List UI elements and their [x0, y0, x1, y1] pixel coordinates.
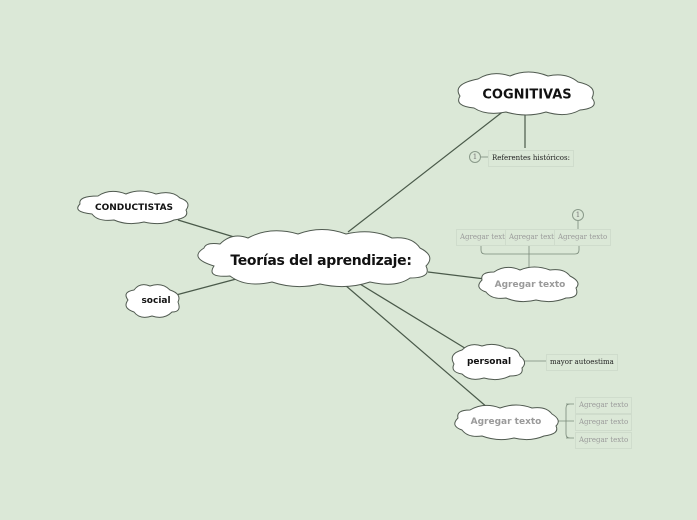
cloud-personal [451, 343, 526, 381]
subtopic-agregar-col-2[interactable]: Agregar texto [575, 414, 633, 431]
subtopic-agregar-col-1[interactable]: Agregar texto [575, 397, 633, 414]
subtopic-agregar-row-1[interactable]: Agregar texto [456, 229, 514, 246]
referentes-count-badge[interactable]: 1 [469, 151, 481, 163]
bracket-agregar-row [480, 220, 580, 267]
cloud-conductistas [77, 190, 189, 225]
central-topic[interactable]: Teorías del aprendizaje: [230, 253, 412, 269]
node-agregar-texto-1[interactable]: Agregar texto [494, 280, 566, 290]
agregar-row-count-badge[interactable]: 1 [572, 209, 584, 221]
subtopic-agregar-row-2[interactable]: Agregar texto [505, 229, 563, 246]
cloud-social [125, 284, 180, 318]
node-social[interactable]: social [141, 296, 171, 306]
subtopic-agregar-col-3[interactable]: Agregar texto [575, 432, 633, 449]
cloud-agregar-2 [454, 404, 559, 441]
link-cognitivas [347, 109, 506, 233]
subtopic-mayor-autoestima[interactable]: mayor autoestima [546, 354, 618, 371]
bracket-agregar-col [552, 403, 574, 439]
subtopic-agregar-row-3[interactable]: Agregar texto [554, 229, 612, 246]
cloud-cognitivas [457, 71, 595, 116]
cloud-central [197, 229, 431, 288]
link-social [175, 277, 241, 296]
node-agregar-texto-2[interactable]: Agregar texto [470, 417, 542, 427]
node-conductistas[interactable]: CONDUCTISTAS [94, 203, 174, 213]
cloud-agregar-1 [478, 266, 579, 303]
link-agregar-2 [344, 284, 489, 409]
subtopic-referentes[interactable]: Referentes históricos: [488, 150, 574, 167]
link-agregar-1 [427, 271, 486, 280]
node-cognitivas[interactable]: COGNITIVAS [482, 87, 572, 103]
node-personal[interactable]: personal [466, 357, 512, 367]
link-personal [354, 280, 469, 351]
